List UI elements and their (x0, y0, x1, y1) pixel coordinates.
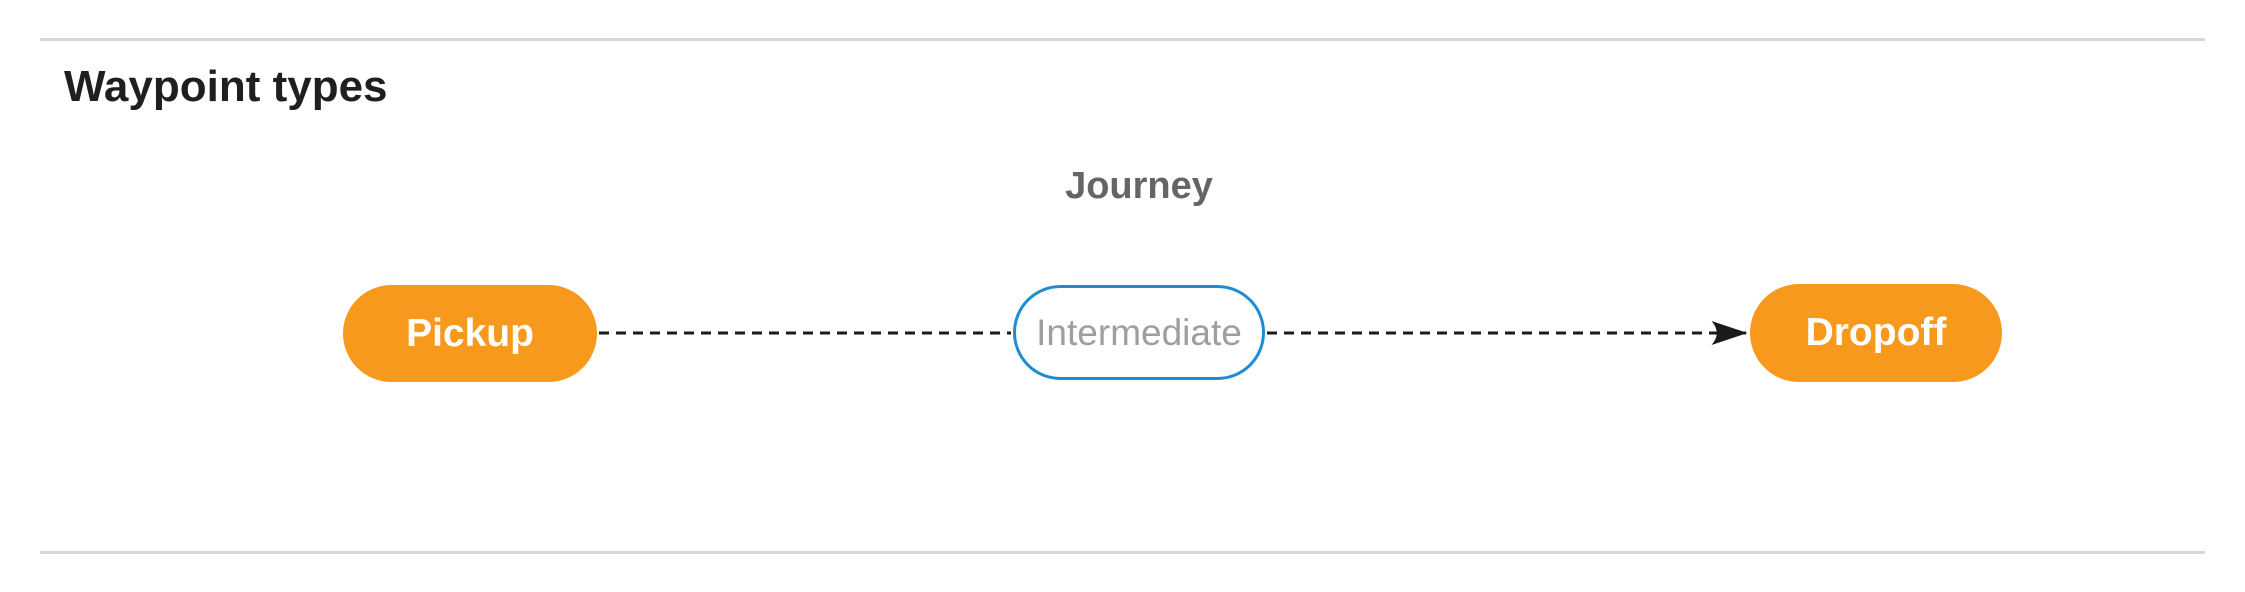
node-intermediate: Intermediate (1013, 285, 1265, 380)
journey-label: Journey (1065, 165, 1213, 207)
node-pickup-label: Pickup (406, 311, 534, 355)
node-pickup: Pickup (343, 285, 597, 382)
page-title: Waypoint types (64, 62, 388, 111)
node-dropoff: Dropoff (1750, 284, 2002, 382)
node-dropoff-label: Dropoff (1805, 311, 1947, 354)
node-intermediate-label: Intermediate (1036, 311, 1242, 353)
bottom-divider (40, 551, 2205, 554)
top-divider (40, 38, 2205, 41)
